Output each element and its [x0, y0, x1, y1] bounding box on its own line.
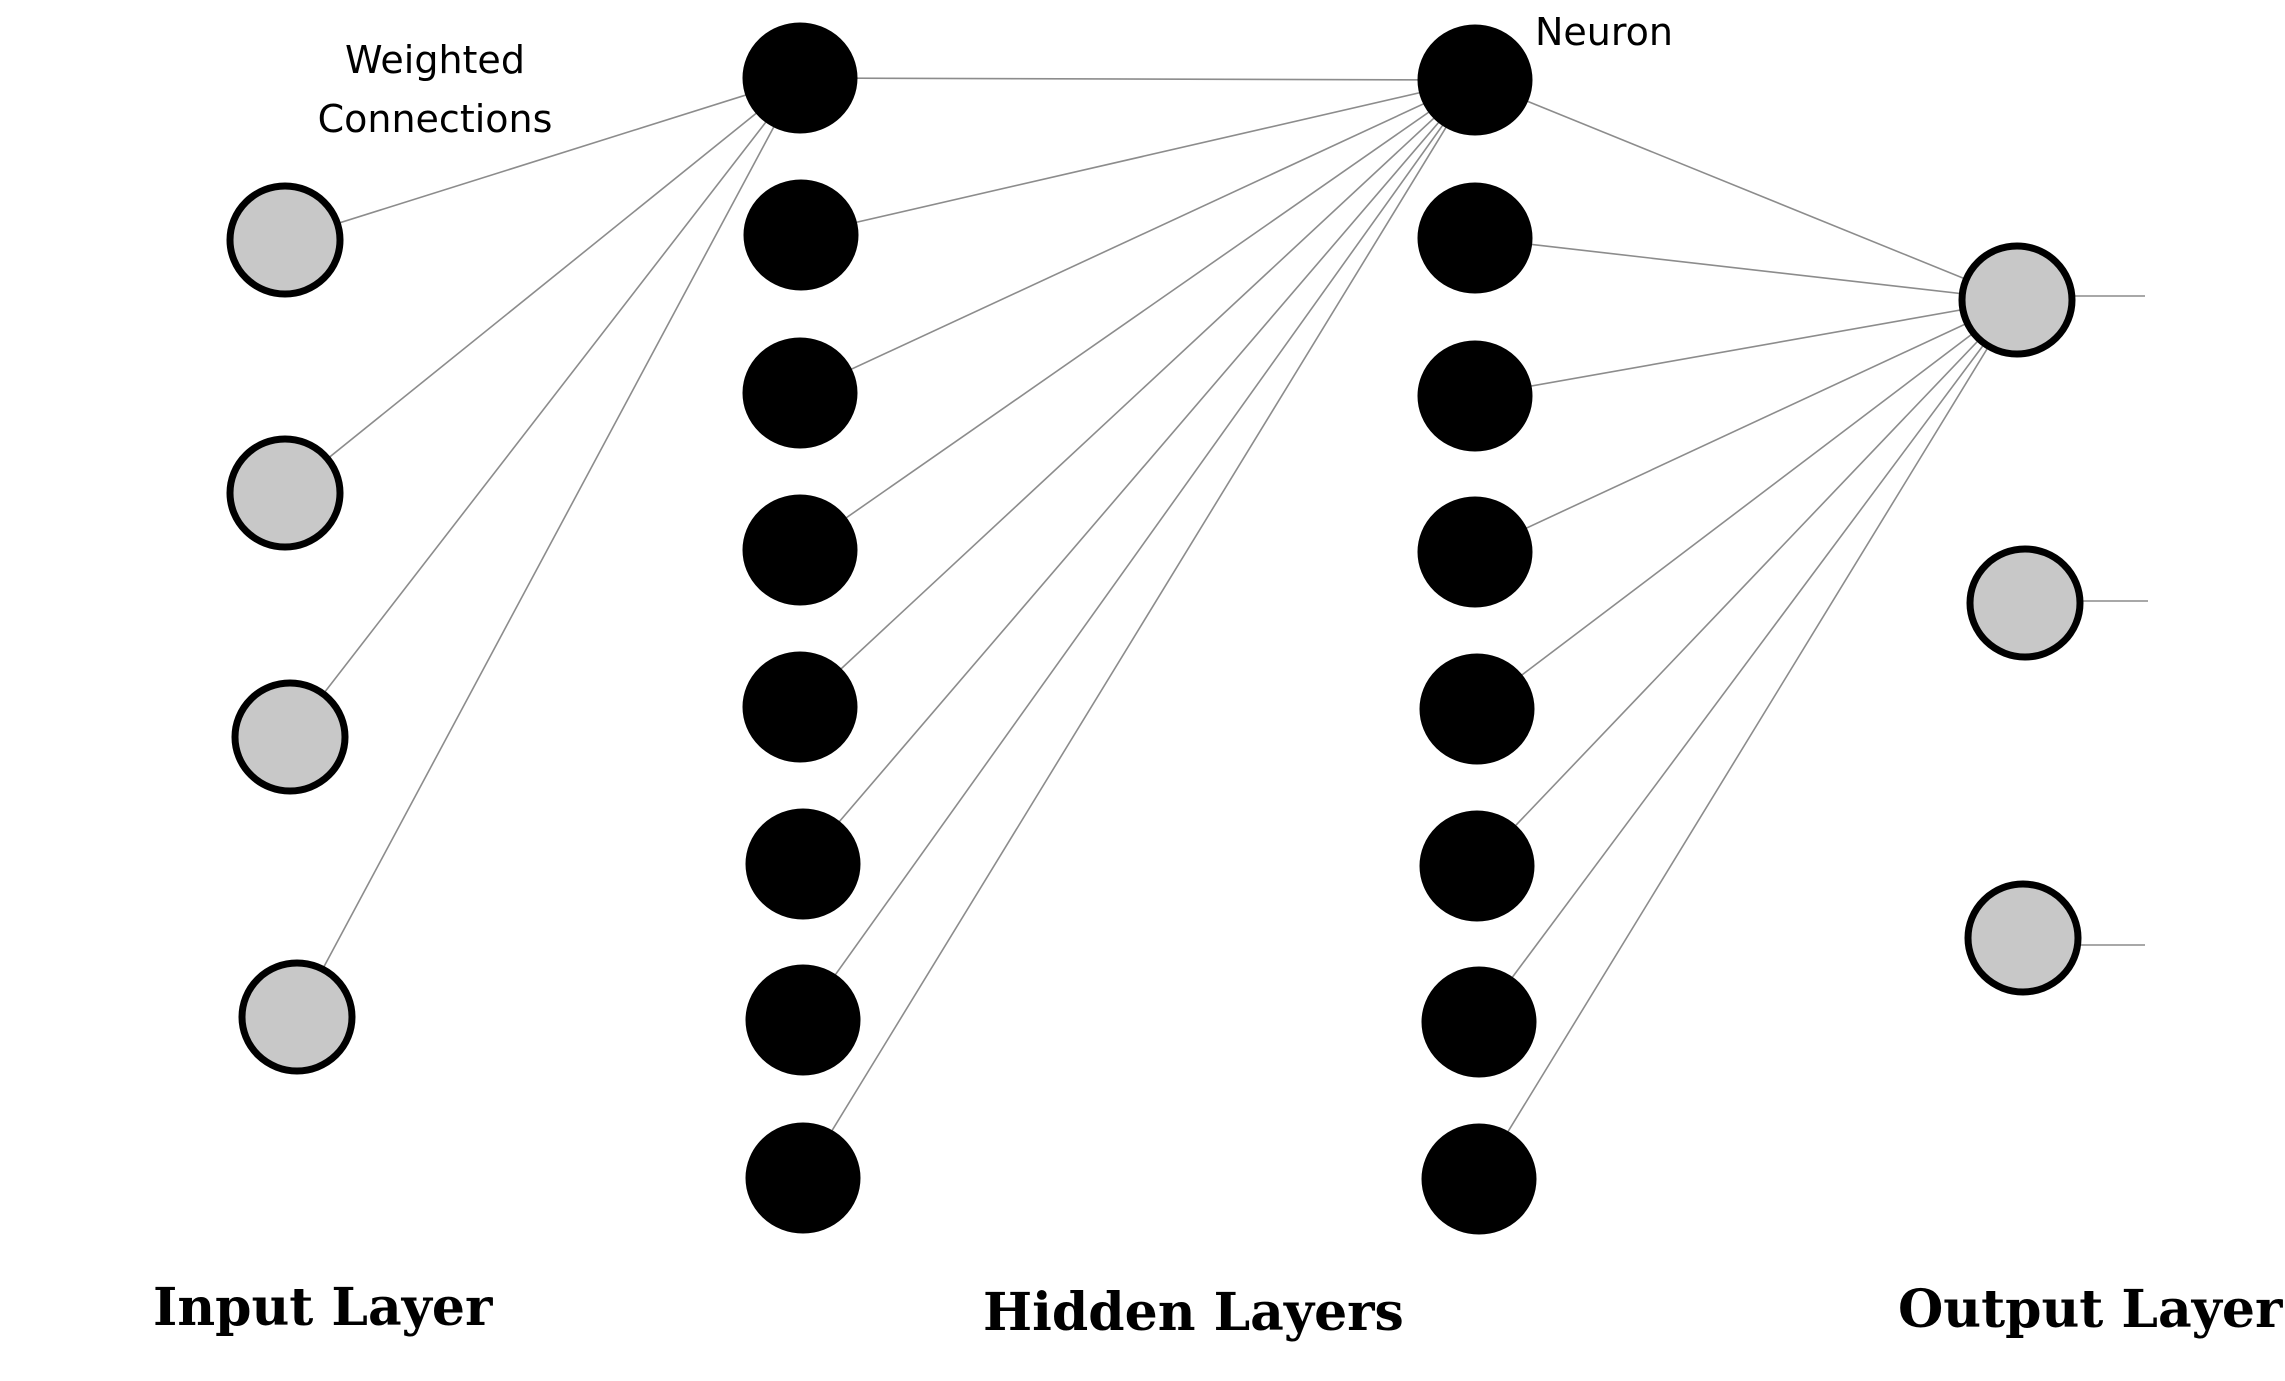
neurons [226, 22, 2084, 1235]
connection-hidden1-2-to-hidden2-1 [800, 79, 1476, 236]
hidden1-neuron-3 [742, 337, 858, 449]
connection-hidden2-7-to-output-1 [1478, 299, 2018, 1023]
connection-input-4-to-hidden1-1 [296, 77, 801, 1018]
input-neuron-1 [226, 182, 344, 298]
hidden2-neuron-7 [1421, 966, 1537, 1078]
output-neuron-1 [1958, 242, 2076, 358]
neuron-label: Neuron [1535, 10, 1673, 54]
connection-hidden1-5-to-hidden2-1 [799, 79, 1476, 708]
input-neuron-3 [231, 679, 349, 795]
weighted-connections-label-line2: Connections [318, 97, 553, 141]
connection-hidden2-8-to-output-1 [1478, 299, 2018, 1180]
output-neuron-3 [1964, 880, 2082, 996]
hidden1-neuron-8 [745, 1122, 861, 1234]
connection-hidden1-6-to-hidden2-1 [802, 79, 1476, 865]
input-layer-label: Input Layer [153, 1277, 493, 1338]
hidden1-neuron-5 [742, 651, 858, 763]
weighted-connections-label-line1: Weighted [345, 38, 525, 82]
connection-hidden2-2-to-output-1 [1474, 237, 2018, 301]
connection-hidden2-1-to-output-1 [1474, 79, 2018, 301]
connection-input-1-to-hidden1-1 [284, 77, 801, 241]
hidden1-neuron-7 [745, 964, 861, 1076]
connection-hidden2-5-to-output-1 [1476, 299, 2018, 710]
hidden1-neuron-2 [743, 179, 859, 291]
connection-hidden2-6-to-output-1 [1476, 299, 2018, 867]
input-neuron-4 [238, 959, 356, 1075]
connection-hidden1-1-to-hidden2-1 [799, 77, 1476, 81]
connection-input-3-to-hidden1-1 [289, 77, 801, 738]
hidden-layers-label: Hidden Layers [983, 1282, 1404, 1343]
weighted-connections [284, 77, 2018, 1180]
hidden2-neuron-1 [1417, 24, 1533, 136]
output-neuron-2 [1966, 545, 2084, 661]
hidden2-neuron-6 [1419, 810, 1535, 922]
hidden2-neuron-4 [1417, 496, 1533, 608]
hidden2-neuron-2 [1417, 182, 1533, 294]
hidden2-neuron-8 [1421, 1123, 1537, 1235]
connection-hidden1-4-to-hidden2-1 [799, 79, 1476, 551]
hidden2-neuron-3 [1417, 340, 1533, 452]
hidden1-neuron-1 [742, 22, 858, 134]
connection-hidden2-3-to-output-1 [1474, 299, 2018, 397]
connection-hidden1-8-to-hidden2-1 [802, 79, 1476, 1179]
connection-input-2-to-hidden1-1 [284, 77, 801, 494]
hidden1-neuron-6 [745, 808, 861, 920]
hidden2-neuron-5 [1419, 653, 1535, 765]
output-layer-label: Output Layer [1898, 1279, 2283, 1340]
connection-hidden2-4-to-output-1 [1474, 299, 2018, 553]
hidden1-neuron-4 [742, 494, 858, 606]
connection-hidden1-3-to-hidden2-1 [799, 79, 1476, 394]
input-neuron-2 [226, 435, 344, 551]
connection-hidden1-7-to-hidden2-1 [802, 79, 1476, 1021]
